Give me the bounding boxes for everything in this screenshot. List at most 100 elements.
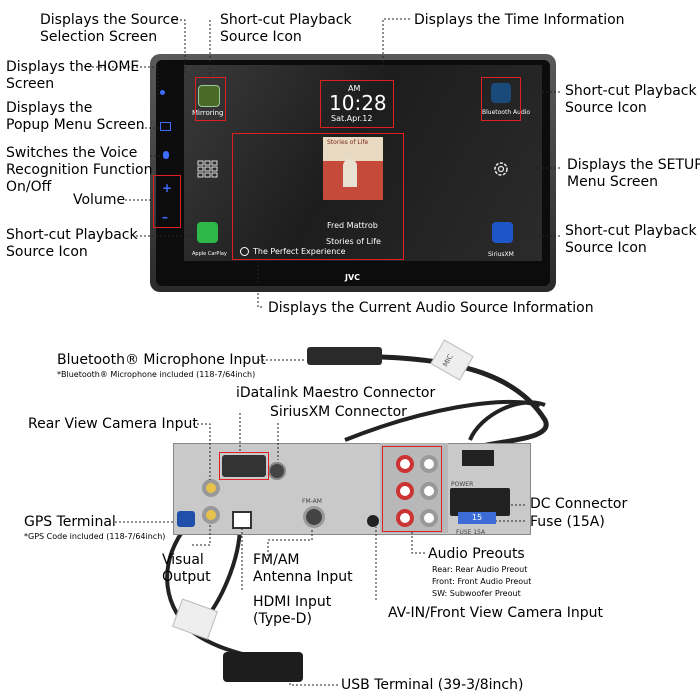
label-shortcut-right-top: Short-cut Playback Source Icon bbox=[565, 83, 697, 117]
fuse: 15 bbox=[458, 512, 496, 524]
label-voice-line2: Recognition Function bbox=[6, 162, 153, 178]
popup-menu-button[interactable] bbox=[160, 122, 171, 131]
track-artist: Fred Mattrob bbox=[327, 221, 378, 230]
label-setup-menu: Displays the SETUP Menu Screen bbox=[567, 157, 700, 191]
label-idatalink: iDatalink Maestro Connector bbox=[236, 385, 436, 401]
label-source-selection: Displays the Source Selection Screen bbox=[40, 12, 179, 46]
label-setup-menu-line2: Menu Screen bbox=[567, 174, 659, 190]
callout-box-mirroring bbox=[195, 77, 226, 121]
label-setup-menu-line1: Displays the SETUP bbox=[567, 157, 700, 173]
fm-am-chassis-label: FM-AM bbox=[302, 498, 322, 505]
usb-plug bbox=[223, 652, 303, 682]
siriusxm-icon[interactable] bbox=[492, 222, 513, 243]
label-preouts-sw: SW: Subwoofer Preout bbox=[432, 589, 521, 598]
preout-front-l bbox=[420, 482, 438, 500]
label-popup-menu: Displays the Popup Menu Screen bbox=[6, 100, 145, 134]
label-hdmi-line1: HDMI Input bbox=[253, 594, 332, 610]
label-shortcut-left-bottom: Short-cut Playback Source Icon bbox=[6, 227, 138, 261]
label-visual-output-line1: Visual bbox=[162, 552, 204, 568]
label-rear-camera: Rear View Camera Input bbox=[28, 416, 198, 432]
dc-connector bbox=[450, 488, 510, 516]
bluetooth-audio-icon[interactable] bbox=[491, 83, 511, 103]
label-home-line1: Displays the HOME bbox=[6, 59, 140, 75]
callout-box-audio-info bbox=[232, 133, 404, 260]
gps-terminal bbox=[177, 511, 195, 527]
preout-sw-l bbox=[420, 509, 438, 527]
label-av-in: AV-IN/Front View Camera Input bbox=[388, 605, 603, 621]
brand-logo: JVC bbox=[345, 273, 361, 282]
idatalink-connector bbox=[222, 455, 266, 477]
label-audio-preouts: Audio Preouts bbox=[428, 546, 525, 562]
label-hdmi: HDMI Input (Type-D) bbox=[253, 594, 331, 628]
label-voice: Switches the Voice Recognition Function … bbox=[6, 145, 152, 196]
label-shortcut-left-top: Short-cut Playback Source Icon bbox=[220, 12, 352, 46]
label-gps-note: *GPS Code included (118-7/64inch) bbox=[24, 532, 166, 541]
siriusxm-label: SiriusXM bbox=[488, 251, 514, 258]
label-shortcut-left-top-line1: Short-cut Playback bbox=[220, 12, 352, 28]
preout-rear-r bbox=[396, 455, 414, 473]
fm-am-antenna-jack bbox=[303, 506, 325, 528]
fuse-chassis-label: FUSE 15A bbox=[456, 529, 486, 536]
label-voice-line1: Switches the Voice bbox=[6, 145, 138, 161]
label-visual-output-line2: Output bbox=[162, 569, 211, 585]
label-usb: USB Terminal (39-3/8inch) bbox=[341, 677, 524, 693]
label-time-info: Displays the Time Information bbox=[414, 12, 625, 28]
bluetooth-audio-label: Bluetooth Audio bbox=[482, 109, 531, 116]
callout-box-bluetooth bbox=[481, 77, 521, 121]
label-audio-source-info: Displays the Current Audio Source Inform… bbox=[268, 300, 594, 316]
preout-front-r bbox=[396, 482, 414, 500]
setup-gear-icon[interactable] bbox=[492, 160, 510, 178]
rear-camera-jack bbox=[202, 479, 220, 497]
label-hdmi-line2: (Type-D) bbox=[253, 611, 312, 627]
visual-output-jack bbox=[202, 506, 220, 524]
label-bt-mic: Bluetooth® Microphone Input bbox=[57, 352, 266, 368]
label-shortcut-right-top-line2: Source Icon bbox=[565, 100, 647, 116]
label-home-line2: Screen bbox=[6, 76, 55, 92]
preout-sw-r bbox=[396, 509, 414, 527]
mic-plug bbox=[307, 347, 382, 365]
label-shortcut-left-bottom-line1: Short-cut Playback bbox=[6, 227, 138, 243]
label-gps: GPS Terminal bbox=[24, 514, 116, 530]
power-label: POWER bbox=[451, 481, 474, 488]
label-fm-am-line1: FM/AM bbox=[253, 552, 300, 568]
label-siriusxm-connector: SiriusXM Connector bbox=[270, 404, 407, 420]
label-shortcut-left-bottom-line2: Source Icon bbox=[6, 244, 88, 260]
voice-button[interactable] bbox=[163, 151, 169, 159]
apple-carplay-icon[interactable] bbox=[197, 222, 218, 243]
callout-box-preouts bbox=[382, 446, 442, 532]
home-icon bbox=[160, 90, 165, 95]
label-shortcut-right-top-line1: Short-cut Playback bbox=[565, 83, 697, 99]
mirroring-label: Mirroring bbox=[192, 109, 224, 117]
label-shortcut-left-top-line2: Source Icon bbox=[220, 29, 302, 45]
apple-carplay-label: Apple CarPlay bbox=[192, 251, 227, 257]
label-popup-menu-line1: Displays the bbox=[6, 100, 93, 116]
label-source-selection-line2: Selection Screen bbox=[40, 29, 158, 45]
label-bt-mic-note: *Bluetooth® Microphone included (118-7/6… bbox=[57, 370, 256, 379]
label-popup-menu-line2: Popup Menu Screen bbox=[6, 117, 145, 133]
preout-rear-l bbox=[420, 455, 438, 473]
track-title: The Perfect Experience bbox=[253, 247, 346, 256]
volume-down-button[interactable]: – bbox=[162, 210, 168, 224]
clock-date: Sat.Apr.12 bbox=[331, 114, 373, 123]
label-shortcut-right-bottom-line1: Short-cut Playback bbox=[565, 223, 697, 239]
label-fm-am-line2: Antenna Input bbox=[253, 569, 353, 585]
label-fuse: Fuse (15A) bbox=[530, 514, 605, 530]
home-button[interactable] bbox=[160, 90, 170, 96]
label-preouts-rear: Rear: Rear Audio Preout bbox=[432, 565, 528, 574]
label-visual-output: Visual Output bbox=[162, 552, 211, 586]
label-shortcut-right-bottom: Short-cut Playback Source Icon bbox=[565, 223, 697, 257]
clock-time[interactable]: 10:28 bbox=[329, 91, 387, 115]
label-source-selection-line1: Displays the Source bbox=[40, 12, 179, 28]
album-art: Stories of Life bbox=[323, 137, 383, 200]
app-grid-icon[interactable] bbox=[197, 160, 218, 178]
label-voice-line3: On/Off bbox=[6, 179, 52, 195]
callout-box-volume bbox=[153, 175, 181, 228]
volume-up-button[interactable]: + bbox=[162, 181, 173, 195]
mirroring-icon[interactable] bbox=[198, 85, 220, 107]
label-shortcut-right-bottom-line2: Source Icon bbox=[565, 240, 647, 256]
label-fm-am: FM/AM Antenna Input bbox=[253, 552, 353, 586]
label-volume: Volume bbox=[73, 192, 126, 208]
callout-box-time bbox=[320, 80, 394, 128]
